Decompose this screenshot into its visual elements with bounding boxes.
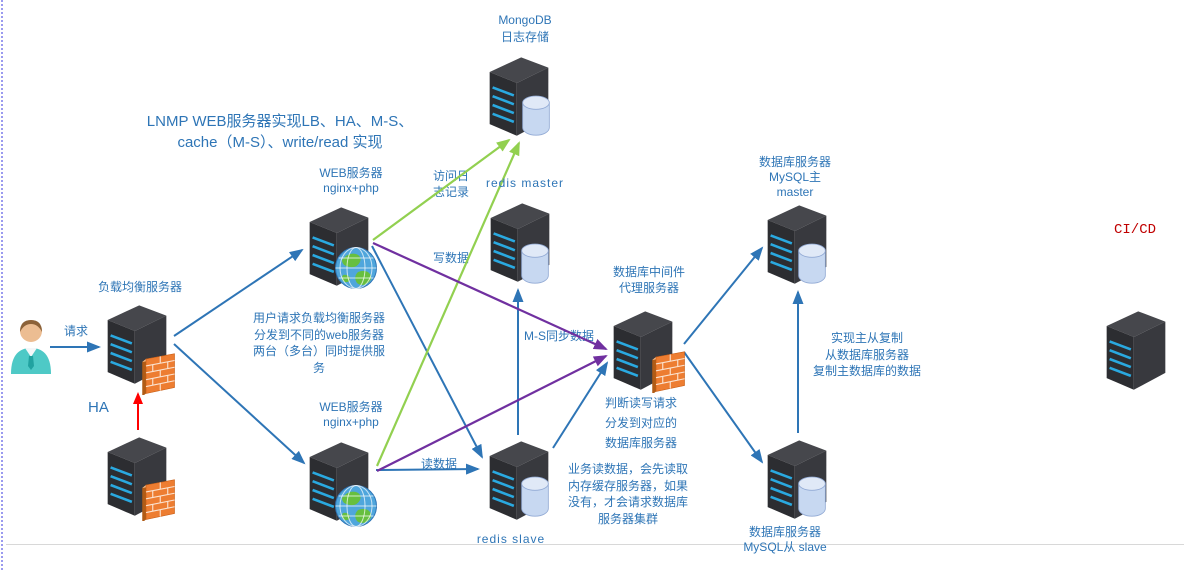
note-lb-line1: 用户请求负载均衡服务器 — [252, 311, 385, 325]
node-mysql-master: 数据库服务器 MySQL主 master — [740, 155, 850, 290]
note-cache-line2: 内存缓存服务器，如果 — [567, 478, 688, 493]
edge-lb-to-web1 — [173, 248, 304, 337]
mysql-slave-line1: 数据库服务器 — [748, 525, 821, 539]
page-guide-left — [1, 0, 3, 570]
note-lb-line3: 两台（多台）同时提供服务 — [252, 344, 385, 375]
node-db-middleware-proxy: 数据库中间件 代理服务器 — [594, 264, 704, 394]
mysql-master-line3: master — [776, 185, 814, 199]
middleware-line2: 代理服务器 — [618, 281, 679, 295]
redis-slave-label: redis slave — [476, 532, 546, 546]
edge-redis-slave-to-middleware — [552, 361, 609, 449]
node-cicd-server: CI/CD — [1085, 222, 1185, 402]
globe-icon — [334, 246, 378, 290]
edge-label-write-data: 写数据 — [432, 251, 469, 265]
middleware-label: 数据库中间件 代理服务器 — [594, 264, 704, 296]
edge-web1-to-middleware-write — [372, 241, 608, 351]
edge-label-ha: HA — [88, 399, 109, 416]
note-mw-line2: 分发到对应的 — [604, 416, 677, 430]
mysql-master-line2: MySQL主 — [768, 170, 821, 184]
note-cache-line3: 没有，才会请求数据库 — [567, 495, 688, 509]
edge-web2-to-redis-slave — [375, 463, 480, 475]
load-balancer-label: 负载均衡服务器 — [97, 280, 182, 294]
node-ha-backup-server — [90, 428, 190, 528]
node-redis-master: redis master — [460, 176, 590, 288]
note-repl-line2: 从数据库服务器 — [824, 347, 909, 362]
node-load-balancer: 负载均衡服务器 — [90, 280, 190, 400]
web2-name: WEB服务器 — [319, 400, 383, 414]
web1-label: WEB服务器 nginx+php — [296, 166, 406, 196]
node-user — [4, 314, 56, 376]
note-repl-line1: 实现主从复制 — [830, 331, 903, 345]
database-cylinder-icon — [520, 476, 550, 518]
cicd-label: CI/CD — [1113, 222, 1156, 238]
edge-web2-to-mongodb — [375, 141, 521, 467]
diagram-title-line1: LNMP WEB服务器实现LB、HA、M-S、 — [146, 113, 414, 130]
node-web-server-1: WEB服务器 nginx+php — [296, 166, 406, 326]
mysql-master-label: 数据库服务器 MySQL主 master — [740, 155, 850, 200]
edge-label-read-data: 读数据 — [420, 457, 457, 471]
page-guide-bottom — [6, 544, 1184, 545]
note-lb-line2: 分发到不同的web服务器 — [253, 327, 384, 342]
database-cylinder-icon — [521, 95, 551, 137]
database-cylinder-icon — [797, 243, 827, 285]
edge-middleware-to-mysql-slave — [683, 351, 764, 464]
note-mw-line3: 数据库服务器 — [604, 436, 677, 450]
note-mw-line1: 判断读写请求 — [604, 396, 677, 410]
edge-web1-to-mongodb — [372, 138, 511, 241]
edge-middleware-to-mysql-master — [683, 246, 764, 345]
mysql-slave-label: 数据库服务器 MySQL从 slave — [730, 525, 840, 555]
note-cache-line1: 业务读数据，会先读取 — [567, 462, 688, 476]
diagram-title: LNMP WEB服务器实现LB、HA、M-S、 cache（M-S）、write… — [130, 111, 430, 153]
mongodb-name: MongoDB — [498, 13, 552, 27]
firewall-brick-icon — [140, 476, 176, 521]
firewall-brick-icon — [650, 348, 686, 393]
database-cylinder-icon — [797, 476, 827, 518]
redis-master-label: redis master — [485, 176, 565, 190]
globe-icon — [334, 484, 378, 528]
server-tower-icon — [1103, 304, 1169, 392]
note-middleware-routing: 判断读写请求 分发到对应的 数据库服务器 — [591, 393, 691, 453]
edge-label-ms-sync: M-S同步数据 — [524, 329, 594, 343]
mongodb-desc: 日志存储 — [500, 30, 549, 44]
note-repl-line3: 复制主数据库的数据 — [812, 364, 921, 378]
edge-label-request: 请求 — [63, 324, 88, 338]
web1-name: WEB服务器 — [319, 166, 383, 180]
note-cache-read: 业务读数据，会先读取 内存缓存服务器，如果 没有，才会请求数据库 服务器集群 — [558, 461, 698, 527]
web2-label: WEB服务器 nginx+php — [296, 400, 406, 430]
edge-lb-to-web2 — [173, 343, 306, 465]
web1-desc: nginx+php — [323, 181, 379, 195]
edge-web2-to-middleware-write — [376, 355, 608, 472]
node-mysql-slave: 数据库服务器 MySQL从 slave — [740, 430, 850, 565]
note-replication: 实现主从复制 从数据库服务器 复制主数据库的数据 — [797, 330, 937, 380]
firewall-brick-icon — [140, 350, 176, 395]
node-mongodb: MongoDB 日志存储 — [460, 12, 590, 142]
web2-desc: nginx+php — [323, 415, 379, 429]
note-cache-line4: 服务器集群 — [597, 511, 658, 526]
database-cylinder-icon — [520, 243, 550, 285]
note-load-balancing: 用户请求负载均衡服务器 分发到不同的web服务器 两台（多台）同时提供服务 — [249, 310, 389, 376]
diagram-title-line2: cache（M-S）、write/read 实现 — [177, 134, 383, 151]
middleware-line1: 数据库中间件 — [612, 265, 685, 279]
mongodb-label: MongoDB 日志存储 — [460, 12, 590, 46]
mysql-master-line1: 数据库服务器 — [758, 155, 831, 169]
mysql-slave-line2: MySQL从 slave — [743, 540, 827, 554]
node-web-server-2: WEB服务器 nginx+php — [296, 400, 406, 560]
user-person-icon — [8, 316, 54, 374]
node-redis-slave: redis slave — [460, 432, 590, 554]
